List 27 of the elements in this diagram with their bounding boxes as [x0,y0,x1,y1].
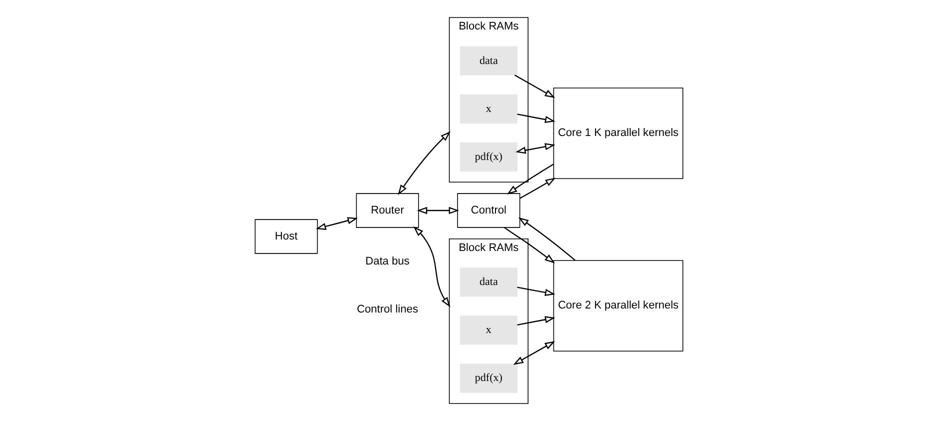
node-box: pdf(x) [459,142,517,172]
node-box: Host [254,219,318,254]
node-box: data [459,46,517,76]
arrow [315,217,358,230]
arrow [519,178,556,199]
node-box: x [459,94,517,124]
legend-label: Control lines [356,304,418,316]
arrow [397,131,450,196]
arrow [518,217,575,261]
node-box: data [459,268,517,297]
arrow [512,341,555,365]
arrow [515,143,555,154]
arrow [516,286,555,296]
node-box: Core 2 K parallel kernels [552,260,683,352]
arrow [416,206,459,214]
arrow [516,114,555,124]
arrow [514,74,555,98]
node-box: Core 1 K parallel kernels [552,88,683,179]
arrow [516,316,555,326]
node-box: x [459,316,517,345]
node-box: Router [355,193,418,228]
node-box: pdf(x) [459,364,517,393]
arrow [504,227,554,264]
arrow [506,164,554,194]
node-box: Control [456,193,520,228]
legend-label: Data bus [364,256,410,268]
arrow [412,226,450,308]
